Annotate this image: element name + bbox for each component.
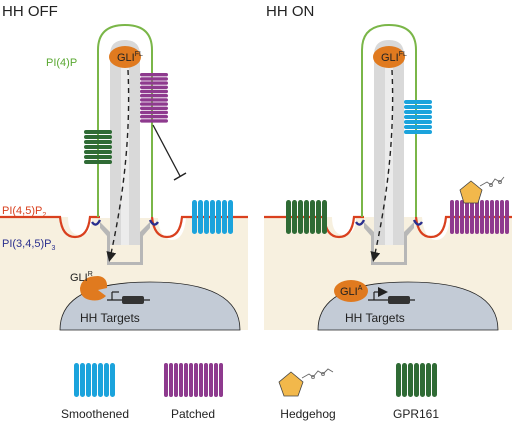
pip3-zone-off <box>91 219 102 226</box>
patched-icon <box>164 363 223 397</box>
pip3-sub: 3 <box>52 245 56 252</box>
hh-targets-label-off: HH Targets <box>80 311 140 325</box>
hh-targets-label-on: HH Targets <box>345 311 405 325</box>
svg-text:GLIR: GLIR <box>70 271 93 284</box>
gene-on <box>368 287 415 304</box>
patched-cilium-off <box>140 73 168 123</box>
pip3-label: PI(3,4,5)P <box>2 238 52 250</box>
gli-repressor-sup-off: R <box>88 271 93 278</box>
legend-label-gpr161: GPR161 <box>393 407 439 421</box>
cilium-membrane-off <box>97 23 153 217</box>
plasma-membrane-off <box>0 215 100 239</box>
gli-activator-on <box>334 280 368 302</box>
gli-tip-label-off: GLI <box>117 52 135 64</box>
svg-text:GLIFL: GLIFL <box>117 51 143 64</box>
gene-off <box>107 291 150 304</box>
smoothened-icon <box>74 363 115 397</box>
pi45p2-label: PI(4,5)P <box>2 205 42 217</box>
gli-tip-on <box>373 46 405 68</box>
gli-tip-label-on: GLI <box>381 52 399 64</box>
cilium-membrane-on <box>361 23 417 217</box>
legend-hedgehog: Hedgehog <box>278 368 336 421</box>
pi4p-label: PI(4)P <box>46 57 77 69</box>
legend-label-smoothened: Smoothened <box>61 407 129 421</box>
basal-body-on <box>364 222 414 265</box>
panel-title-off: HH OFF <box>2 3 58 20</box>
smoothened-cilium-on <box>404 100 432 134</box>
panel-hh-on: GLIFL GLIA <box>264 3 512 331</box>
inhibition-line-off <box>152 124 181 177</box>
svg-text:PI(3,4,5)P3: PI(3,4,5)P3 <box>2 238 56 252</box>
panel-hh-off: GLIFL GLIR HH Tar <box>0 3 248 331</box>
gli-tip-sup-off: FL <box>135 51 143 58</box>
legend-gpr161: GPR161 <box>393 363 439 421</box>
gli-tip-off <box>109 46 141 68</box>
nucleus-off <box>59 281 241 331</box>
svg-text:GLIA: GLIA <box>340 285 363 298</box>
gli-repressor-label-off: GLI <box>70 272 88 284</box>
gli-repressor-off <box>80 276 108 301</box>
legend-patched: Patched <box>164 363 223 421</box>
panel-divider <box>248 0 264 332</box>
transport-arrow-off <box>106 69 130 262</box>
hedgehog-icon <box>278 368 334 397</box>
gpr161-membrane-on <box>286 200 327 234</box>
svg-text:GLIFL: GLIFL <box>381 51 407 64</box>
svg-text:PI(4,5)P2: PI(4,5)P2 <box>2 205 46 219</box>
gli-activator-label-on: GLI <box>340 286 358 298</box>
legend: Smoothened Patched Hedgehog GPR161 <box>61 363 439 421</box>
gpr161-icon <box>396 363 437 397</box>
legend-label-hedgehog: Hedgehog <box>280 407 335 421</box>
legend-smoothened: Smoothened <box>61 363 129 421</box>
transport-arrow-on <box>370 69 394 262</box>
pi45p2-sub: 2 <box>42 212 46 219</box>
gli-activator-sup-on: A <box>358 285 363 292</box>
gpr161-cilium-off <box>84 130 112 164</box>
legend-label-patched: Patched <box>171 407 215 421</box>
gli-tip-sup-on: FL <box>399 51 407 58</box>
hedgehog-ligand-on <box>459 176 505 204</box>
smoothened-membrane-off <box>192 200 233 234</box>
basal-body-off <box>100 222 150 265</box>
panel-title-on: HH ON <box>266 3 314 20</box>
